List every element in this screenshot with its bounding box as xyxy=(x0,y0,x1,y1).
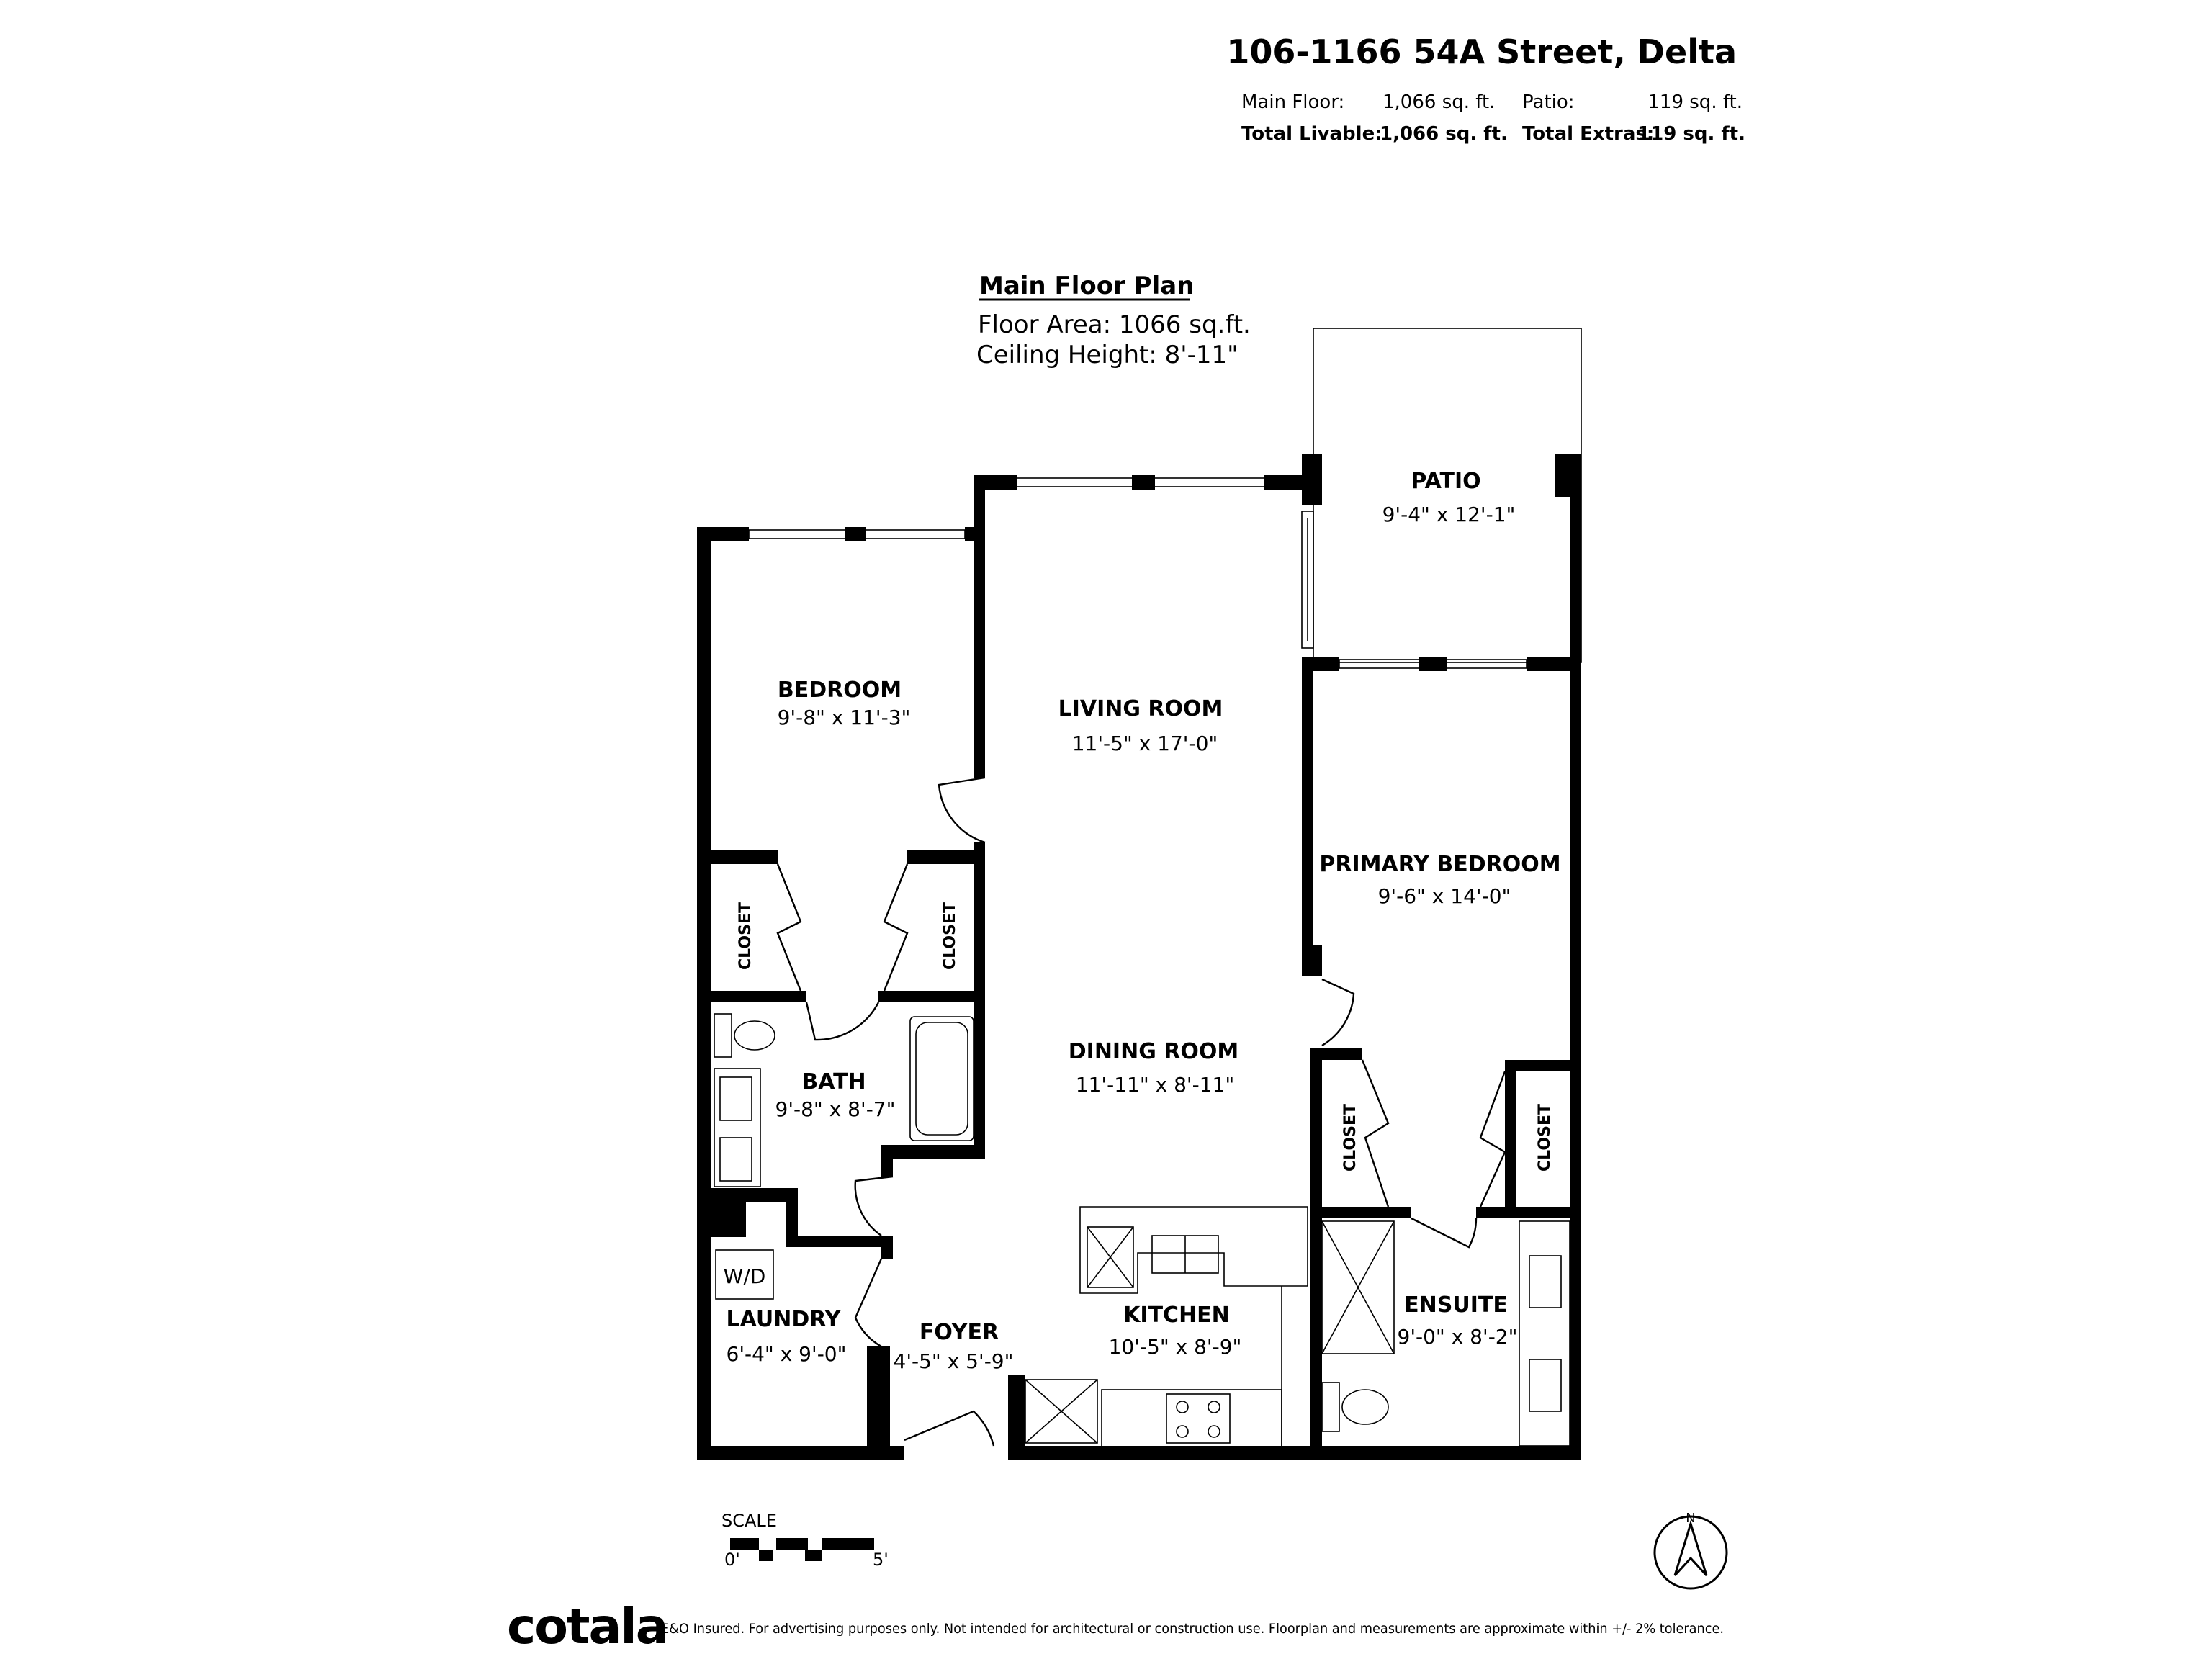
brand-logo: cotala xyxy=(507,1599,667,1655)
room-ensuite-dims: 9'-0" x 8'-2" xyxy=(1398,1325,1518,1349)
closet-3: CLOSET xyxy=(1341,1104,1359,1172)
scale-start: 0' xyxy=(724,1550,740,1570)
room-patio-dims: 9'-4" x 12'-1" xyxy=(1382,503,1516,526)
room-laundry-dims: 6'-4" x 9'-0" xyxy=(727,1342,847,1366)
patio-outline xyxy=(1313,328,1582,663)
main-floor-value: 1,066 sq. ft. xyxy=(1382,91,1495,113)
room-primary-dims: 9'-6" x 14'-0" xyxy=(1378,884,1511,908)
closet-1: CLOSET xyxy=(737,902,755,970)
scale-label: SCALE xyxy=(721,1511,777,1531)
room-primary: PRIMARY BEDROOM xyxy=(1319,852,1560,877)
room-laundry: LAUNDRY xyxy=(727,1307,842,1332)
closet-2: CLOSET xyxy=(941,902,959,970)
plan-title: Main Floor Plan xyxy=(979,271,1194,300)
total-extras-value: 119 sq. ft. xyxy=(1637,123,1745,145)
total-extras-label: Total Extras: xyxy=(1522,123,1654,145)
address-title: 106-1166 54A Street, Delta xyxy=(1226,32,1737,71)
room-kitchen-dims: 10'-5" x 8'-9" xyxy=(1109,1335,1242,1359)
room-dining: DINING ROOM xyxy=(1069,1039,1238,1064)
patio-value: 119 sq. ft. xyxy=(1647,91,1743,113)
room-dining-dims: 11'-11" x 8'-11" xyxy=(1076,1073,1234,1097)
room-ensuite: ENSUITE xyxy=(1404,1292,1508,1318)
room-bath-dims: 9'-8" x 8'-7" xyxy=(775,1097,896,1121)
total-livable-label: Total Livable: xyxy=(1241,123,1382,145)
room-bedroom-dims: 9'-8" x 11'-3" xyxy=(778,706,911,729)
floor-area: Floor Area: 1066 sq.ft. xyxy=(978,310,1251,339)
washer-dryer-label: W/D xyxy=(724,1264,766,1288)
room-patio: PATIO xyxy=(1411,469,1480,494)
room-living: LIVING ROOM xyxy=(1058,696,1223,721)
room-living-dims: 11'-5" x 17'-0" xyxy=(1072,732,1218,755)
total-livable-value: 1,066 sq. ft. xyxy=(1380,123,1508,145)
north-compass-icon: N xyxy=(1653,1511,1728,1590)
room-kitchen: KITCHEN xyxy=(1123,1303,1230,1328)
scale-end: 5' xyxy=(873,1550,889,1570)
closet-4: CLOSET xyxy=(1536,1104,1554,1172)
scale-bar: SCALE 0' 5' xyxy=(721,1511,889,1570)
disclaimer: E&O Insured. For advertising purposes on… xyxy=(661,1622,1724,1637)
room-foyer-dims: 4'-5" x 5'-9" xyxy=(894,1349,1014,1373)
room-bedroom: BEDROOM xyxy=(778,678,902,703)
main-floor-label: Main Floor: xyxy=(1241,91,1344,113)
patio-label: Patio: xyxy=(1522,91,1575,113)
ceiling-height: Ceiling Height: 8'-11" xyxy=(976,341,1238,369)
room-labels: PATIO 9'-4" x 12'-1" BEDROOM 9'-8" x 11'… xyxy=(724,469,1561,1373)
room-foyer: FOYER xyxy=(920,1320,999,1345)
compass-north-label: N xyxy=(1686,1511,1695,1526)
room-bath: BATH xyxy=(801,1069,866,1094)
walls xyxy=(697,454,1581,1460)
washer-dryer xyxy=(715,1249,774,1300)
